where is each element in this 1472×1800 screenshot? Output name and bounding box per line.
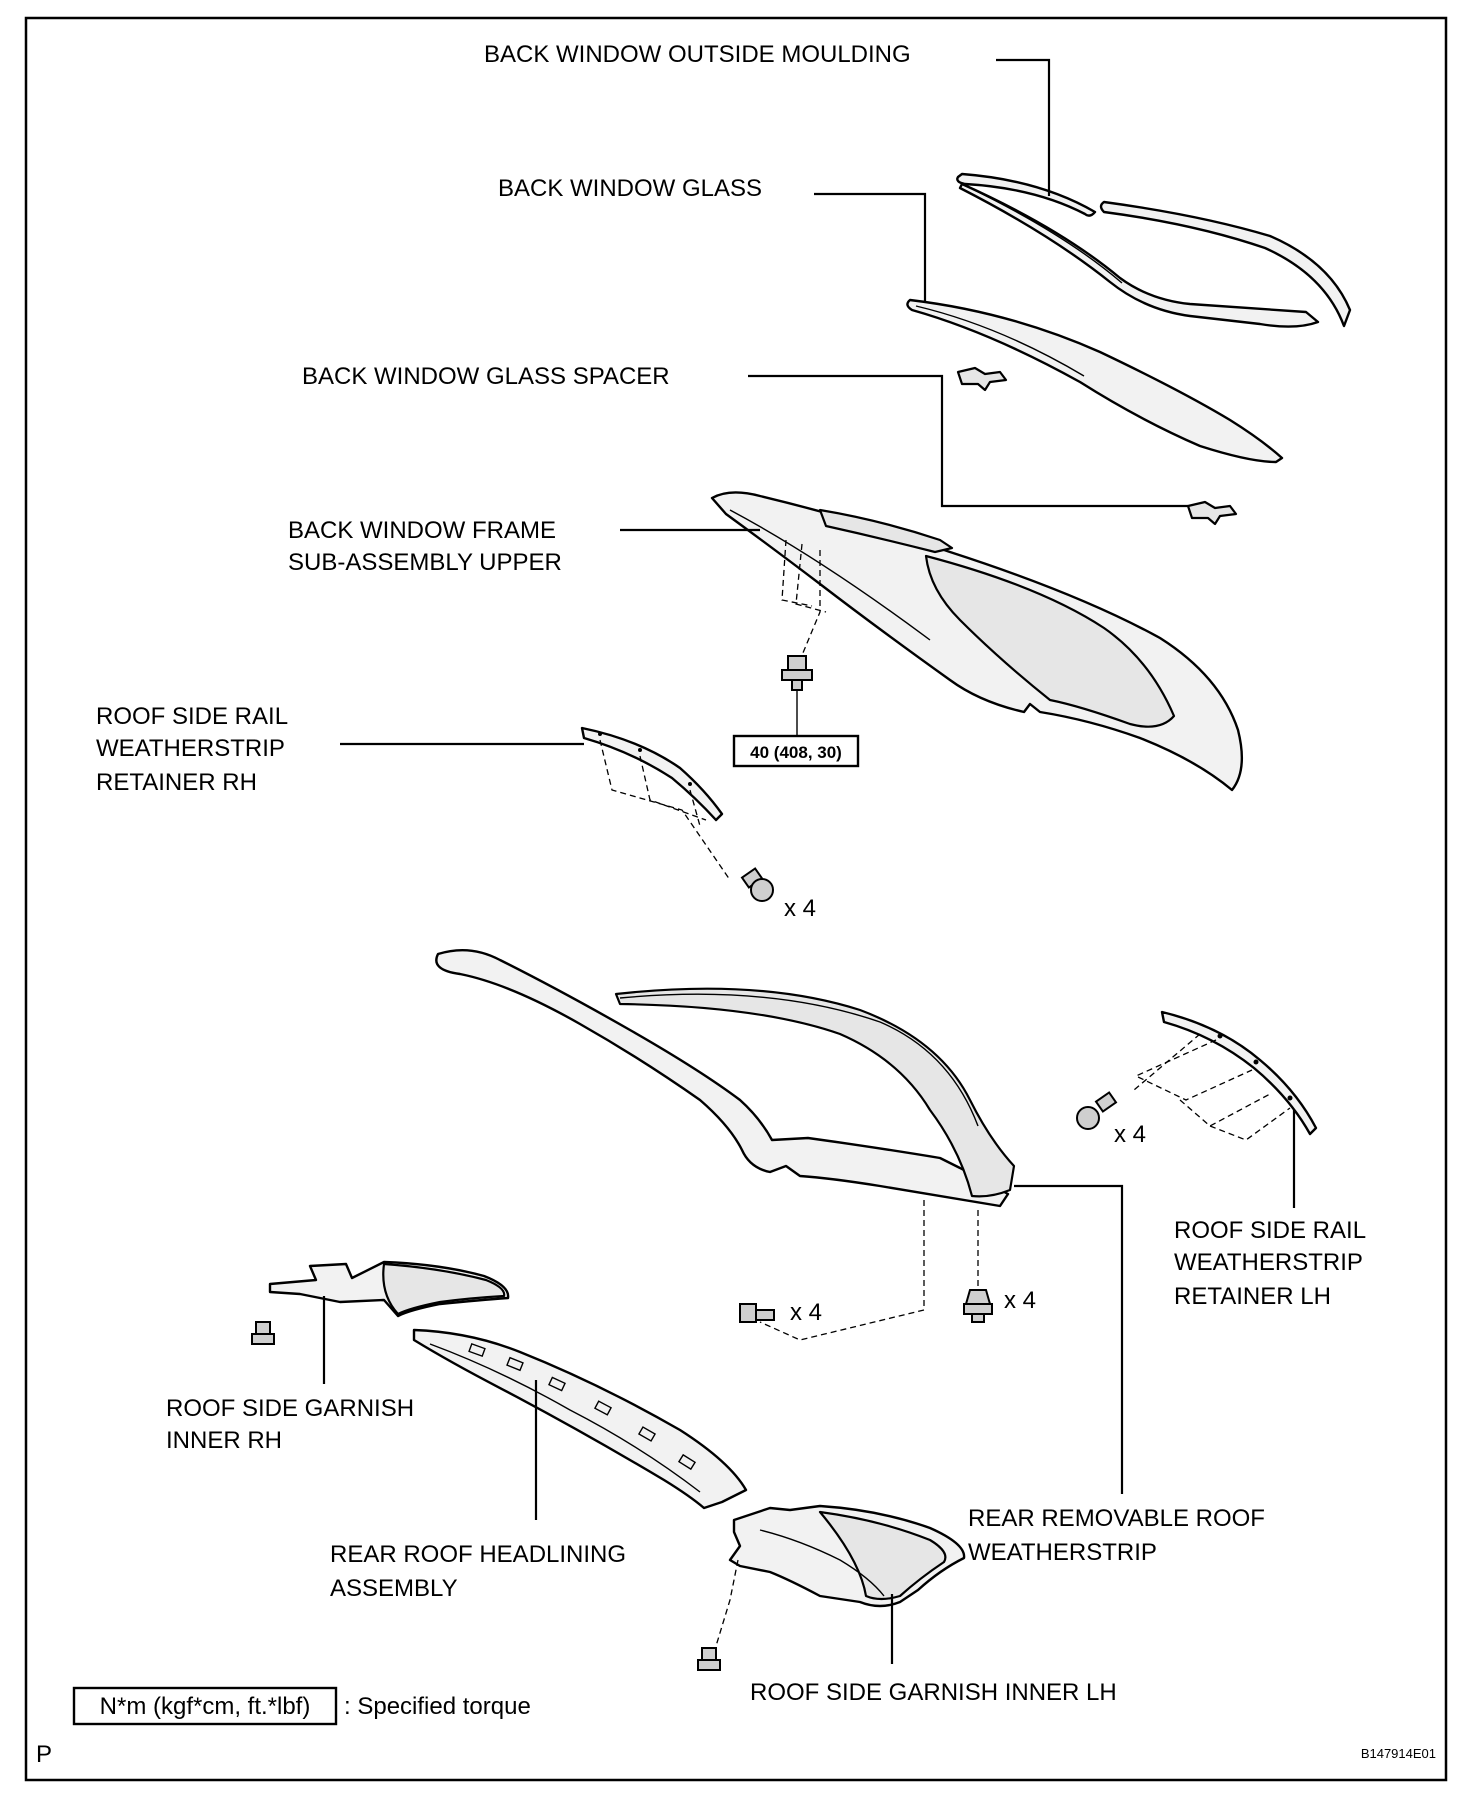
legend-text: : Specified torque	[344, 1693, 531, 1720]
corner-left-mark: P	[36, 1741, 52, 1768]
leader-glass-spacer	[748, 374, 1188, 508]
page-border	[24, 16, 1448, 1782]
label-garnish-rh-line2: INNER RH	[166, 1427, 282, 1454]
label-frame-line1: BACK WINDOW FRAME	[288, 517, 556, 544]
legend-box	[72, 1686, 338, 1726]
label-retainer-lh-line2: WEATHERSTRIP	[1174, 1249, 1363, 1276]
torque-legend: N*m (kgf*cm, ft.*lbf) : Specified torque	[72, 1686, 531, 1726]
screw-icon	[740, 867, 774, 902]
retainer-lh-part	[1160, 1010, 1318, 1136]
quantity-weatherstrip-clips: x 4	[1004, 1287, 1036, 1314]
frame-bolt-dashed-leaders	[781, 539, 827, 661]
label-weatherstrip-line2: WEATHERSTRIP	[968, 1539, 1157, 1566]
label-back-window-glass: BACK WINDOW GLASS	[498, 175, 762, 202]
garnish-lh-dashed-leader	[715, 1559, 739, 1647]
quantity-lh-retainer: x 4	[1114, 1121, 1146, 1148]
label-retainer-lh-line1: ROOF SIDE RAIL	[1174, 1217, 1366, 1244]
back-window-frame-part	[710, 491, 1243, 792]
bolt-icon	[781, 655, 813, 691]
glass-spacer-icon	[956, 366, 1008, 392]
label-weatherstrip-line1: REAR REMOVABLE ROOF	[968, 1505, 1265, 1532]
glass-spacer-icon	[1186, 500, 1238, 526]
label-garnish-rh-line1: ROOF SIDE GARNISH	[166, 1395, 414, 1422]
leader-weatherstrip	[1014, 1184, 1124, 1494]
label-headlining-line1: REAR ROOF HEADLINING	[330, 1541, 626, 1568]
label-retainer-rh-line2: WEATHERSTRIP	[96, 735, 285, 762]
leader-back-window-glass	[814, 192, 927, 302]
legend-units: N*m (kgf*cm, ft.*lbf)	[100, 1693, 311, 1720]
outside-moulding-part	[956, 172, 1352, 328]
figure-id: B147914E01	[1361, 1746, 1436, 1761]
screw-icon	[251, 1321, 275, 1345]
label-retainer-lh-line3: RETAINER LH	[1174, 1283, 1331, 1310]
garnish-lh-part	[728, 1504, 966, 1608]
label-retainer-rh-line1: ROOF SIDE RAIL	[96, 703, 288, 730]
clip-icon	[963, 1289, 993, 1323]
retainer-rh-dashed-leaders	[599, 739, 731, 881]
label-garnish-lh: ROOF SIDE GARNISH INNER LH	[750, 1679, 1117, 1706]
screw-icon	[1076, 1091, 1118, 1130]
bolt-icon	[739, 1303, 775, 1323]
screw-icon	[697, 1647, 721, 1671]
rear-removable-roof-weatherstrip-part	[435, 949, 1016, 1208]
label-frame-line2: SUB-ASSEMBLY UPPER	[288, 549, 562, 576]
label-headlining-line2: ASSEMBLY	[330, 1575, 458, 1602]
quantity-rh-retainer: x 4	[784, 895, 816, 922]
garnish-rh-part	[268, 1260, 510, 1318]
quantity-weatherstrip-bolts: x 4	[790, 1299, 822, 1326]
label-retainer-rh-line3: RETAINER RH	[96, 769, 257, 796]
retainer-lh-dashed-leaders	[1133, 1033, 1291, 1141]
retainer-rh-part	[580, 726, 724, 822]
label-glass-spacer: BACK WINDOW GLASS SPACER	[302, 363, 670, 390]
torque-value: 40 (408, 30)	[750, 743, 842, 762]
headlining-part	[412, 1328, 748, 1510]
headlining-clip-marks	[468, 1342, 697, 1471]
torque-spec-box: 40 (408, 30)	[732, 734, 860, 768]
label-outside-moulding: BACK WINDOW OUTSIDE MOULDING	[484, 41, 911, 68]
leader-outside-moulding	[996, 58, 1051, 196]
back-window-glass-part	[906, 298, 1284, 464]
weatherstrip-dashed-leaders	[759, 1200, 979, 1341]
